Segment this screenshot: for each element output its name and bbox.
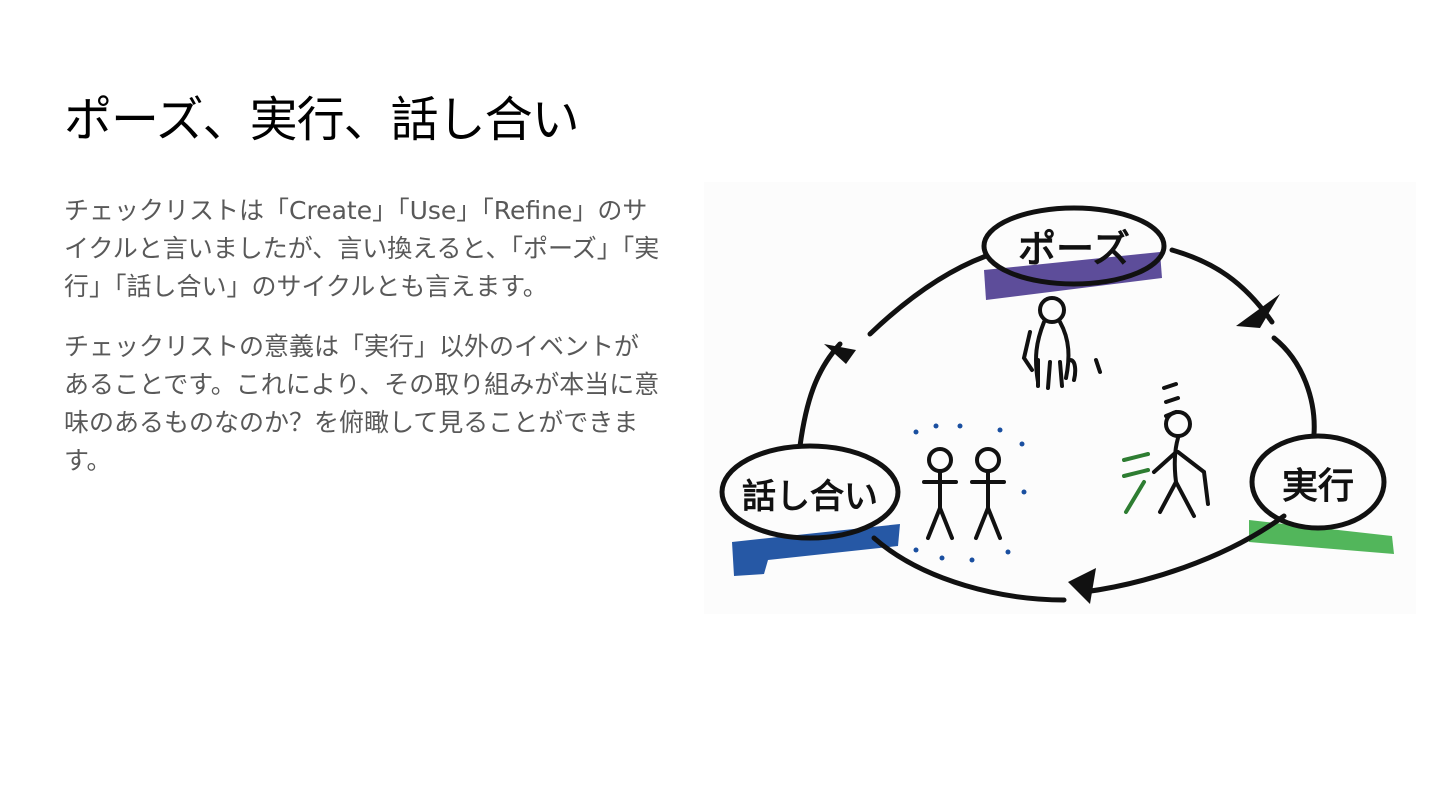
- discuss-label: 話し合い: [742, 477, 878, 517]
- cycle-diagram: ポーズ 実行 話し合い: [704, 182, 1416, 614]
- paragraph-cycle: チェックリストは「Create」「Use」「Refine」のサイクルと言いました…: [64, 192, 660, 306]
- arrow-head-bottom: [1068, 568, 1096, 604]
- body-text: チェックリストは「Create」「Use」「Refine」のサイクルと言いました…: [64, 192, 660, 502]
- cycle-diagram-svg: ポーズ 実行 話し合い: [704, 182, 1416, 614]
- pause-label: ポーズ: [1018, 227, 1130, 271]
- paragraph-significance: チェックリストの意義は「実行」以外のイベントがあることです。これにより、その取り…: [64, 328, 660, 480]
- discussing-figures: [924, 449, 1004, 538]
- discuss-highlight: [732, 524, 900, 576]
- pausing-figure: [1024, 298, 1100, 388]
- arc-up-left: [870, 256, 986, 334]
- executing-figure: [1124, 384, 1208, 516]
- slide-title: ポーズ、実行、話し合い: [64, 80, 579, 150]
- arc-down-right: [1274, 338, 1314, 434]
- arc-bottom-left: [874, 538, 1064, 600]
- execute-label: 実行: [1282, 466, 1354, 507]
- arc-discuss-to-pause: [800, 344, 840, 446]
- discussion-dots: [914, 424, 1027, 563]
